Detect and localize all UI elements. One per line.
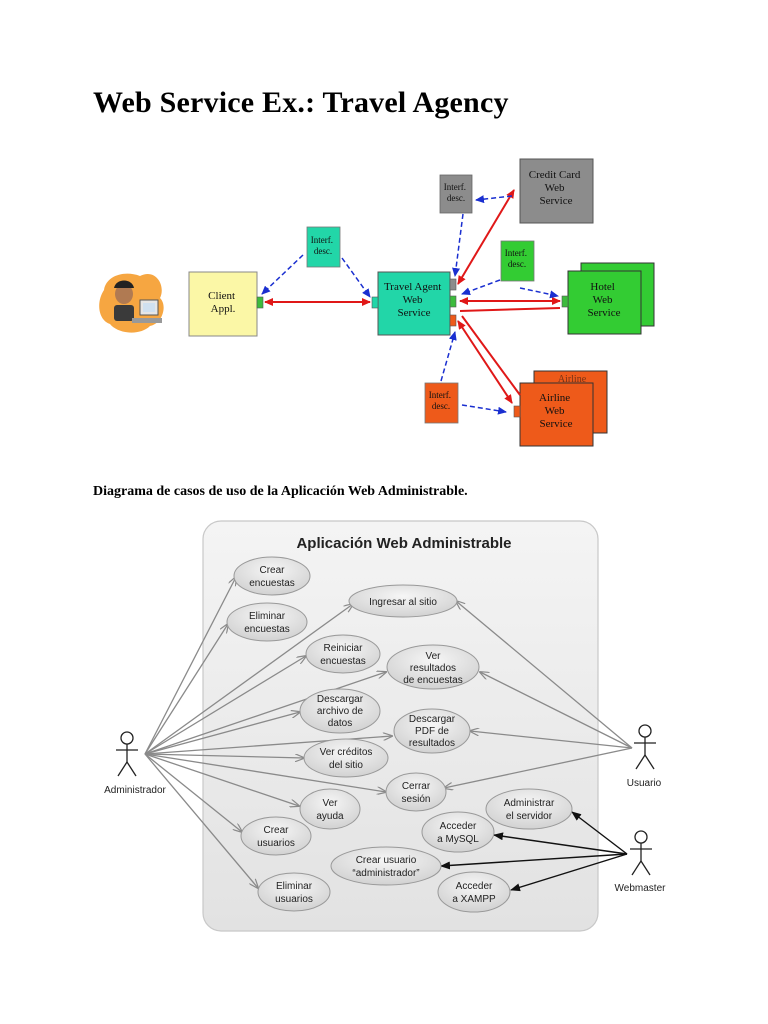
hotel-box: Hotel Web Service (561, 262, 655, 335)
webmaster-associations (440, 811, 628, 892)
client-label-line: Appl. (211, 303, 236, 315)
user-at-computer-icon (99, 273, 164, 333)
travel-agent-label-line: Travel Agent (384, 281, 441, 293)
svg-text:Crear usuario“administrador”: Crear usuario“administrador” (352, 855, 419, 879)
svg-text:Credit Card Web Se: Credit Card Web Service (529, 169, 583, 207)
svg-text:Interf. desc.: Interf. desc. (505, 248, 530, 269)
use-case-ingresar: Ingresar al sitio (348, 584, 458, 618)
client-label-line: Client (208, 290, 235, 302)
travel-agent-label-line: Service (398, 307, 431, 319)
travel-arrows (261, 189, 561, 415)
actor-webmaster-icon (630, 830, 652, 876)
system-title: Aplicación Web Administrable (296, 535, 511, 552)
actor-usuario-icon (634, 724, 656, 770)
interf-desc-gray-box: Interf. desc. (439, 174, 473, 214)
credit-card-box: Credit Card Web Service (519, 158, 594, 224)
use-case-crear-usuario-admin: Crear usuario“administrador” (330, 846, 442, 886)
usecase-caption: Diagrama de casos de uso de la Aplicació… (93, 484, 468, 499)
svg-text:Ingresar al sitio: Ingresar al sitio (369, 597, 437, 608)
svg-text:Interf. desc.: Interf. desc. (444, 182, 469, 203)
client-appl-box: Client Appl. (188, 271, 264, 337)
actor-administrador-icon (116, 731, 138, 777)
interf-desc-green-box: Interf. desc. (306, 226, 341, 268)
interf-desc-orange-box: Interf. desc. (424, 382, 459, 424)
user-associations (444, 601, 633, 788)
page-title: Web Service Ex.: Travel Agency (93, 86, 509, 119)
svg-text:Client Appl.: Client Appl. (208, 290, 238, 315)
actor-usuario-label: Usuario (627, 778, 662, 789)
actor-webmaster-label: Webmaster (615, 883, 667, 894)
usecase-diagram: Aplicación Web Administrable (104, 520, 667, 932)
admin-associations (144, 577, 392, 888)
interf-desc-hotel-box: Interf. desc. (500, 240, 535, 282)
airline-box: Airline Airline Web Service (513, 370, 608, 447)
svg-text:Hotel Web Service: Hotel Web Service (588, 281, 621, 319)
svg-text:Airline: Airline (558, 374, 587, 385)
svg-text:Airline Web Servic: Airline Web Service (539, 392, 573, 430)
travel-agent-box: Travel Agent Web Service (371, 271, 457, 336)
svg-text:Interf. desc.: Interf. desc. (429, 390, 454, 411)
actor-administrador-label: Administrador (104, 785, 166, 796)
svg-text:Interf. desc.: Interf. desc. (311, 235, 336, 256)
svg-text:Travel Agent Web S: Travel Agent Web Service (384, 281, 444, 319)
travel-agent-label-line: Web (403, 294, 423, 306)
